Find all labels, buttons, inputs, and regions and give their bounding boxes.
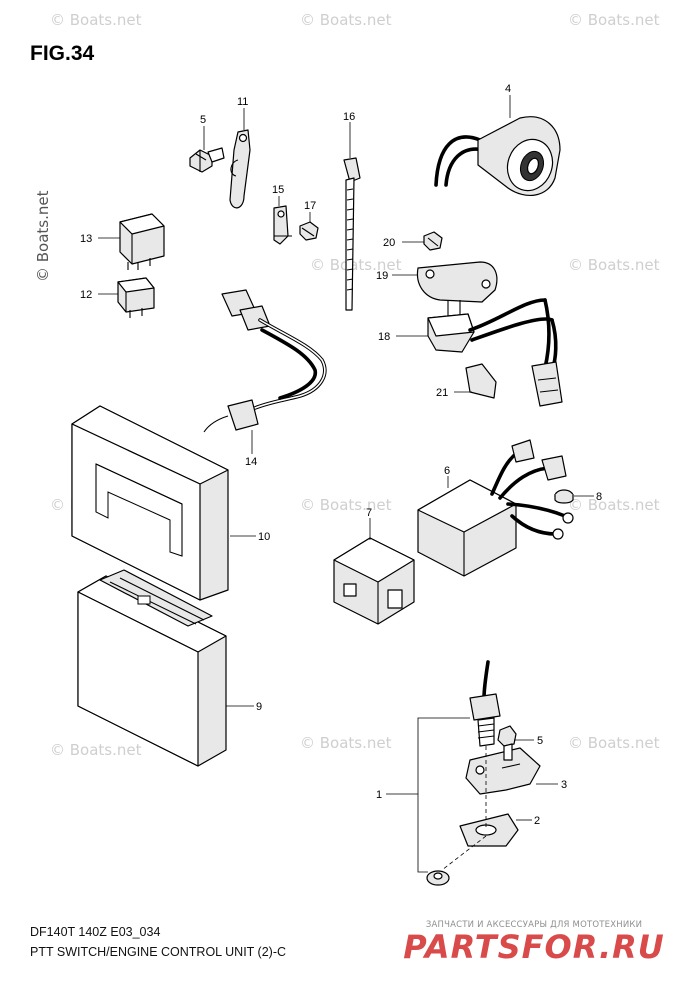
- part-8-cap: [554, 489, 574, 504]
- watermark: © Boats.net: [568, 256, 660, 274]
- caption-description: PTT SWITCH/ENGINE CONTROL UNIT (2)-C: [30, 945, 287, 959]
- leader-lines: [98, 95, 594, 873]
- callout-2: 2: [534, 815, 540, 827]
- callout-5: 5: [200, 114, 206, 126]
- part-10-cover: [71, 405, 229, 601]
- watermark: © Boats.net: [568, 496, 660, 514]
- watermark-vertical: © Boats.net: [34, 190, 52, 282]
- callout-17: 17: [304, 200, 316, 212]
- callout-4: 4: [505, 83, 511, 95]
- caption-model: DF140T 140Z E03_034: [30, 925, 161, 939]
- watermark: © Boats.net: [300, 496, 392, 514]
- callout-16: 16: [343, 111, 355, 123]
- callouts: 4 5 11 16 15 17 13 20 12 19 18 21 14 10 …: [80, 83, 602, 827]
- callout-6: 6: [444, 465, 450, 477]
- brand-logo: ЗАПЧАСТИ И АКСЕССУАРЫ ДЛЯ МОТОТЕХНИКИ PA…: [384, 920, 684, 964]
- callout-18: 18: [378, 331, 390, 343]
- callout-3: 3: [561, 779, 567, 791]
- part-17-screw: [299, 221, 319, 241]
- part-13-relay: [119, 213, 165, 270]
- part-9-ecu: [77, 569, 227, 767]
- callout-7: 7: [366, 507, 372, 519]
- watermark: © Boats.net: [568, 11, 660, 29]
- callout-1: 1: [376, 789, 382, 801]
- part-11-clamp: [229, 129, 251, 209]
- callout-19: 19: [376, 270, 388, 282]
- part-19-18-21-switch-assembly: [416, 261, 563, 407]
- watermark: © Boats.net: [568, 734, 660, 752]
- callout-12: 12: [80, 289, 92, 301]
- watermark: © Boats.net: [50, 11, 142, 29]
- callout-9: 9: [256, 701, 262, 713]
- brand-tagline: ЗАПЧАСТИ И АКСЕССУАРЫ ДЛЯ МОТОТЕХНИКИ: [425, 920, 643, 930]
- callout-21: 21: [436, 387, 448, 399]
- watermark: © Boats.net: [310, 256, 402, 274]
- callout-10: 10: [258, 531, 270, 543]
- part-12-relay: [117, 277, 155, 318]
- callout-14: 14: [245, 456, 257, 468]
- part-4-switch: [434, 116, 561, 196]
- part-14-harness: [203, 289, 327, 433]
- callout-11: 11: [237, 96, 248, 108]
- brand-name: PARTSFOR.RU: [403, 928, 665, 966]
- callout-20: 20: [383, 237, 395, 249]
- figure-title: FIG.34: [30, 42, 95, 65]
- part-1-sensor-assembly: [426, 660, 541, 886]
- part-20-screw: [423, 231, 443, 251]
- watermark: © Boats.net: [300, 734, 392, 752]
- callout-13: 13: [80, 233, 92, 245]
- part-7-block: [333, 537, 415, 625]
- part-5-bolt: [189, 147, 225, 173]
- callout-8: 8: [596, 491, 602, 503]
- watermark: © Boats.net: [50, 741, 142, 759]
- callout-15: 15: [272, 184, 284, 196]
- callout-5b: 5: [537, 735, 543, 747]
- watermark: © Boats.net: [300, 11, 392, 29]
- part-16-cable-tie: [343, 157, 361, 311]
- part-6-unit: [417, 439, 574, 577]
- part-15-bracket: [273, 205, 292, 245]
